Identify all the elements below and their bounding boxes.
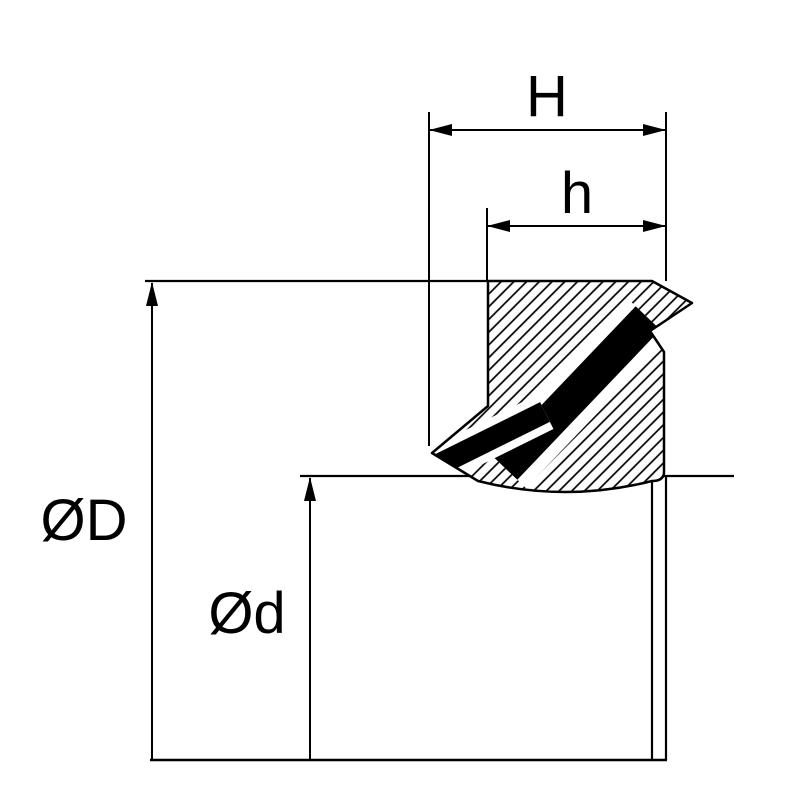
dim-label-inner-diameter: Ød (208, 581, 286, 646)
arrow-up-icon (304, 477, 316, 501)
arrow-left-icon (487, 220, 510, 232)
seal-outline (430, 279, 694, 494)
rubber-band-lip (432, 402, 550, 480)
arrow-right-icon (643, 220, 666, 232)
shaft-edge-lines (650, 476, 668, 760)
arrow-right-icon (643, 124, 666, 136)
dimension-h (486, 208, 666, 281)
seal-cross-section (430, 279, 694, 494)
dim-label-H: H (526, 64, 568, 129)
rubber-band-main (492, 306, 661, 480)
arrow-left-icon (429, 124, 452, 136)
dim-label-h: h (560, 161, 594, 226)
dim-label-outer-diameter: ØD (40, 488, 128, 553)
dimension-inner-diameter (304, 477, 316, 760)
arrow-up-icon (146, 282, 158, 306)
dimension-outer-diameter (146, 282, 158, 760)
rubber-bands (432, 297, 669, 489)
dimension-H (428, 112, 667, 446)
